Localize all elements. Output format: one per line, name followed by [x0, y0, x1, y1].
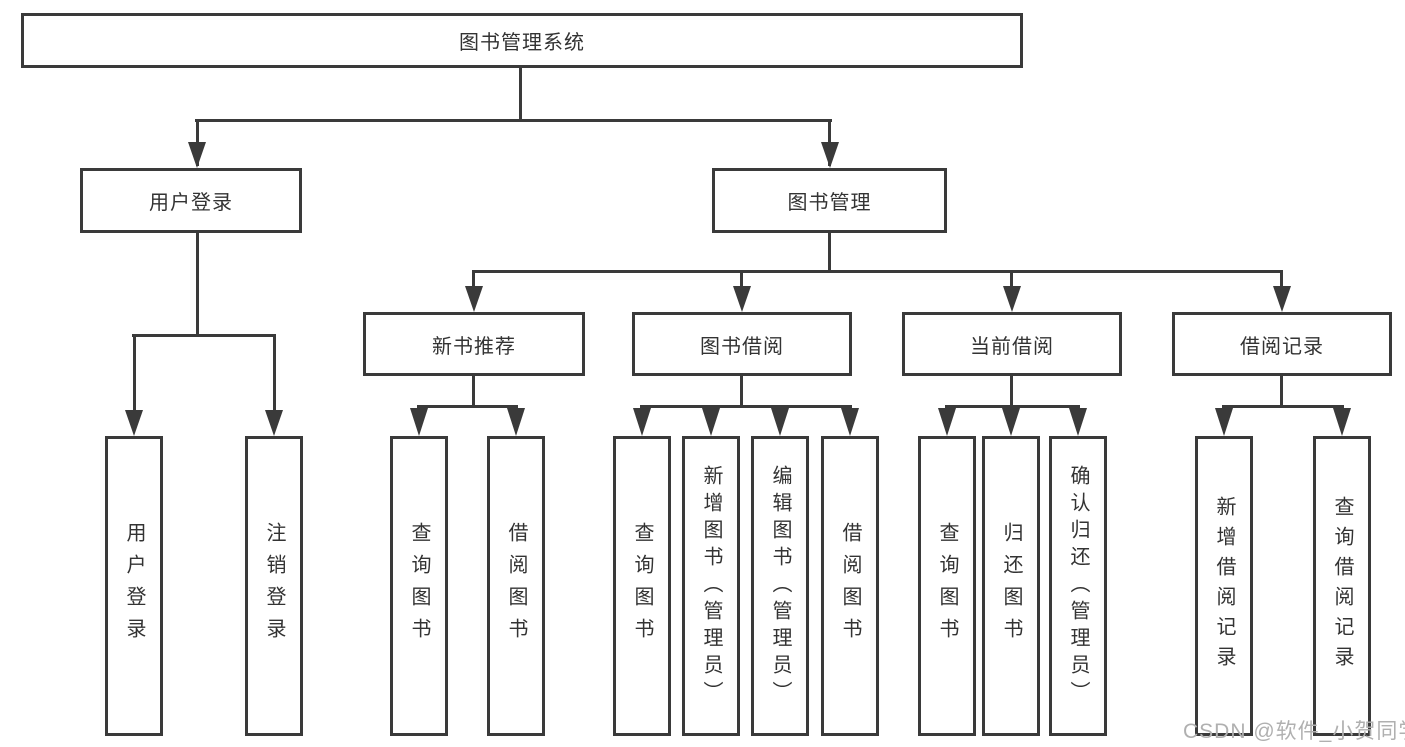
connector-book-management-stub: [828, 233, 831, 273]
leaf-logout: 注销登录: [245, 436, 303, 736]
node-book-borrow: 图书借阅: [632, 312, 852, 376]
connector-level2-branch: [195, 119, 832, 122]
connector-new-book-stub: [472, 376, 475, 408]
arrowhead-new-book: [465, 286, 483, 312]
node-current-borrow-label: 当前借阅: [970, 335, 1054, 358]
arrowhead-leaf-borrow-book-1: [507, 408, 525, 436]
arrowhead-leaf-add-record: [1215, 408, 1233, 436]
connector-root-stub: [519, 66, 522, 121]
node-borrow-record-label: 借阅记录: [1240, 335, 1324, 358]
connector-drop-leaf-logout: [273, 334, 276, 418]
connector-borrow-record-stub: [1280, 376, 1283, 408]
connector-drop-current-borrow: [1010, 270, 1013, 292]
arrowhead-leaf-query-book-3: [938, 408, 956, 436]
leaf-query-book-1: 查询图书: [390, 436, 448, 736]
node-book-management: 图书管理: [712, 168, 947, 233]
leaf-return-book-label: 归还图书: [1000, 522, 1022, 650]
arrowhead-book-borrow: [733, 286, 751, 312]
leaf-add-borrow-record-label: 新增借阅记录: [1213, 496, 1235, 676]
arrowhead-book-management: [821, 142, 839, 168]
leaf-query-book-2-label: 查询图书: [631, 522, 653, 650]
node-current-borrow: 当前借阅: [902, 312, 1122, 376]
node-new-book-recommend: 新书推荐: [363, 312, 585, 376]
connector-user-login-branch: [132, 334, 275, 337]
leaf-query-book-3-label: 查询图书: [936, 522, 958, 650]
node-root-library-system: 图书管理系统: [21, 13, 1023, 68]
node-root-label: 图书管理系统: [459, 32, 585, 54]
connector-level3-branch: [473, 270, 1283, 273]
leaf-confirm-return-admin: 确认归还（管理员）: [1049, 436, 1107, 736]
arrowhead-user-login: [188, 142, 206, 168]
watermark: CSDN @软件_小贺同学: [1183, 720, 1405, 743]
connector-drop-new-book: [472, 270, 475, 292]
leaf-query-borrow-record-label: 查询借阅记录: [1331, 496, 1353, 676]
node-book-management-label: 图书管理: [787, 192, 872, 214]
connector-book-borrow-stub: [740, 376, 743, 408]
leaf-edit-book-admin: 编辑图书（管理员）: [751, 436, 809, 736]
arrowhead-borrow-record: [1273, 286, 1291, 312]
leaf-edit-book-admin-label: 编辑图书（管理员）: [769, 464, 791, 708]
connector-book-borrow-branch: [640, 405, 852, 408]
leaf-query-book-2: 查询图书: [613, 436, 671, 736]
leaf-add-borrow-record: 新增借阅记录: [1195, 436, 1253, 736]
arrowhead-leaf-query-book-1: [410, 408, 428, 436]
arrowhead-leaf-login: [125, 410, 143, 436]
leaf-borrow-book-2: 借阅图书: [821, 436, 879, 736]
arrowhead-leaf-logout: [265, 410, 283, 436]
arrowhead-leaf-edit-book: [771, 408, 789, 436]
leaf-logout-label: 注销登录: [263, 522, 285, 650]
connector-new-book-branch: [417, 405, 518, 408]
arrowhead-leaf-query-record: [1333, 408, 1351, 436]
node-user-login-label: 用户登录: [149, 192, 233, 214]
connector-drop-borrow-record: [1280, 270, 1283, 292]
arrowhead-leaf-return-book: [1002, 408, 1020, 436]
leaf-query-book-3: 查询图书: [918, 436, 976, 736]
connector-borrow-record-branch: [1222, 405, 1344, 408]
connector-drop-book-borrow: [740, 270, 743, 292]
leaf-borrow-book-1: 借阅图书: [487, 436, 545, 736]
connector-current-borrow-branch: [945, 405, 1080, 408]
leaf-add-book-admin: 新增图书（管理员）: [682, 436, 740, 736]
connector-user-login-stub: [196, 232, 199, 337]
arrowhead-current-borrow: [1003, 286, 1021, 312]
leaf-query-borrow-record: 查询借阅记录: [1313, 436, 1371, 736]
arrowhead-leaf-confirm-return: [1069, 408, 1087, 436]
leaf-return-book: 归还图书: [982, 436, 1040, 736]
node-new-book-recommend-label: 新书推荐: [432, 335, 516, 358]
leaf-borrow-book-2-label: 借阅图书: [839, 522, 861, 650]
arrowhead-leaf-add-book: [702, 408, 720, 436]
leaf-add-book-admin-label: 新增图书（管理员）: [700, 464, 722, 708]
leaf-user-login: 用户登录: [105, 436, 163, 736]
node-book-borrow-label: 图书借阅: [700, 335, 784, 358]
arrowhead-leaf-query-book-2: [633, 408, 651, 436]
node-borrow-record: 借阅记录: [1172, 312, 1392, 376]
leaf-user-login-label: 用户登录: [123, 522, 145, 650]
arrowhead-leaf-borrow-book-2: [841, 408, 859, 436]
node-user-login: 用户登录: [80, 168, 302, 233]
leaf-confirm-return-admin-label: 确认归还（管理员）: [1067, 464, 1089, 708]
connector-current-borrow-stub: [1010, 376, 1013, 408]
connector-drop-leaf-login: [133, 334, 136, 418]
leaf-query-book-1-label: 查询图书: [408, 522, 430, 650]
leaf-borrow-book-1-label: 借阅图书: [505, 522, 527, 650]
